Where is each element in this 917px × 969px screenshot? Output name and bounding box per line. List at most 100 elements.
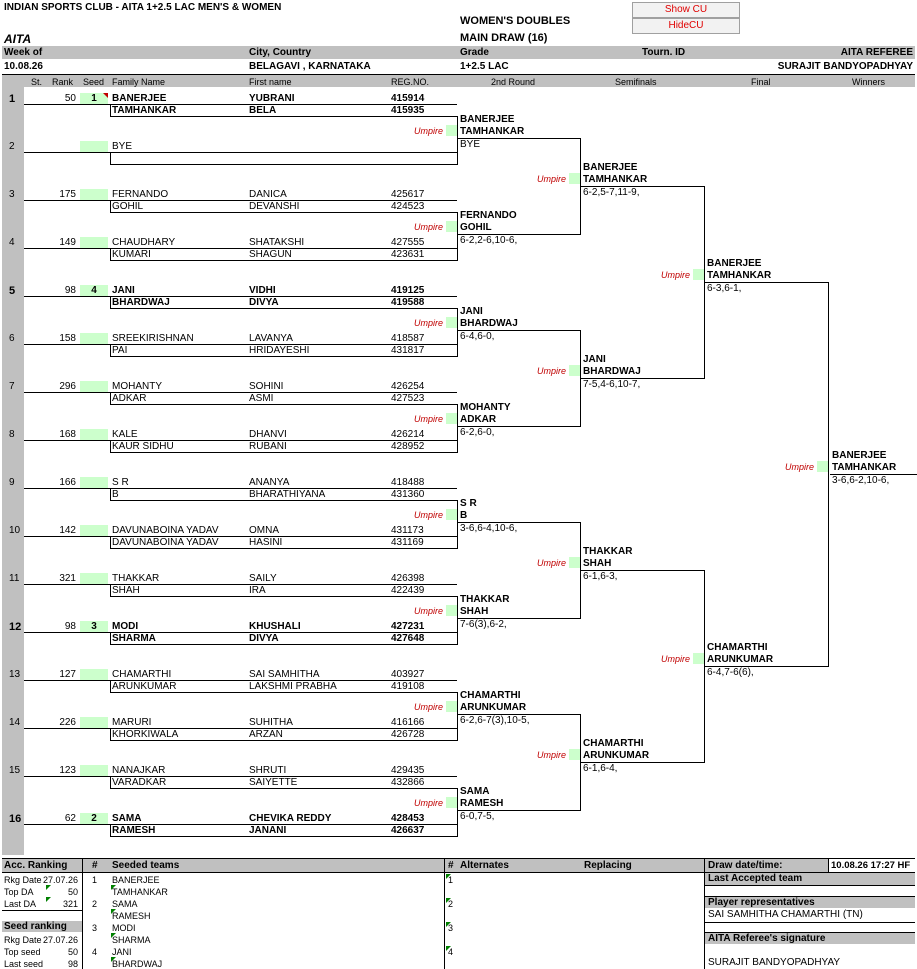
- winner-partner: ADKAR: [460, 414, 497, 425]
- umpire-box[interactable]: [446, 701, 457, 712]
- match-score[interactable]: 6-1,6-3,: [583, 571, 618, 582]
- player-reg-no: 416166: [391, 717, 425, 728]
- match-score[interactable]: 3-6,6-2,10-6,: [832, 475, 890, 486]
- match-score[interactable]: 6-2,6-0,: [460, 427, 495, 438]
- show-cu-button[interactable]: Show CU: [632, 2, 740, 18]
- umpire-box[interactable]: [569, 557, 580, 568]
- umpire-box[interactable]: [446, 221, 457, 232]
- partner-family-name: GOHIL: [112, 201, 144, 212]
- partner-family-name: RAMESH: [112, 825, 156, 836]
- umpire-box[interactable]: [446, 509, 457, 520]
- match-score[interactable]: 6-4,6-0,: [460, 331, 495, 342]
- match-score[interactable]: 6-2,6-7(3),10-5,: [460, 715, 530, 726]
- col-seed: Seed: [83, 77, 105, 87]
- partner-reg-no: 426728: [391, 729, 425, 740]
- divider: [2, 74, 915, 75]
- seed-cell: [80, 237, 108, 248]
- winner-partner: ARUNKUMAR: [460, 702, 527, 713]
- entry-divider: [110, 584, 111, 597]
- footer-top-line: [2, 858, 915, 859]
- entry-number: 11: [9, 573, 20, 584]
- entry-line: [110, 740, 457, 741]
- player-reg-no: 427555: [391, 237, 425, 248]
- entry-divider: [110, 536, 111, 549]
- comment-marker: [46, 885, 51, 890]
- org-name: AITA: [4, 32, 32, 46]
- umpire-label: Umpire: [413, 126, 443, 136]
- referee-value: SURAJIT BANDYOPADHYAY: [777, 61, 913, 72]
- hash-header: #: [92, 860, 98, 871]
- winner-player: THAKKAR: [583, 546, 633, 557]
- umpire-box[interactable]: [569, 749, 580, 760]
- match-score[interactable]: BYE: [460, 139, 481, 150]
- seeded-number: 3: [92, 923, 98, 933]
- match-score[interactable]: 6-1,6-4,: [583, 763, 618, 774]
- entry-number: 15: [9, 765, 21, 776]
- player-first-name: DHANVI: [249, 429, 287, 440]
- entry-number: 10: [9, 525, 21, 536]
- player-first-name: VIDHI: [249, 285, 276, 296]
- seeded-player: SAMA: [112, 899, 138, 909]
- bracket-connector: [457, 500, 458, 549]
- entry-divider: [110, 728, 111, 741]
- match-score[interactable]: 6-2,2-6,10-6,: [460, 235, 518, 246]
- comment-marker: [103, 93, 108, 98]
- entry-number: 2: [9, 141, 15, 152]
- divider: [705, 932, 915, 933]
- match-score[interactable]: 6-0,7-5,: [460, 811, 495, 822]
- match-score[interactable]: 7-5,4-6,10-7,: [583, 379, 641, 390]
- winner-player: JANI: [583, 354, 606, 365]
- grade-value: 1+2.5 LAC: [460, 61, 509, 72]
- match-score[interactable]: 7-6(3),6-2,: [460, 619, 507, 630]
- seeded-number: 1: [92, 875, 98, 885]
- partner-reg-no: 422439: [391, 585, 425, 596]
- match-score[interactable]: 6-2,5-7,11-9,: [583, 187, 640, 198]
- umpire-label: Umpire: [413, 414, 443, 424]
- bracket-line: [581, 186, 705, 187]
- umpire-box[interactable]: [446, 317, 457, 328]
- entry-divider: [24, 296, 457, 297]
- partner-reg-no: 432866: [391, 777, 425, 788]
- entry-divider: [110, 776, 111, 789]
- entry-divider: [24, 248, 457, 249]
- bracket-line: [458, 138, 581, 139]
- winner-partner: B: [460, 510, 468, 521]
- seed-cell: [80, 477, 108, 488]
- match-score[interactable]: 6-3,6-1,: [707, 283, 742, 294]
- draw-datetime-cell: [829, 859, 915, 872]
- umpire-box[interactable]: [569, 173, 580, 184]
- partner-first-name: JANANI: [249, 825, 287, 836]
- player-reg-no: 418587: [391, 333, 425, 344]
- ref-signature-value: SURAJIT BANDYOPADHYAY: [708, 957, 841, 968]
- partner-family-name: TAMHANKAR: [112, 105, 177, 116]
- player-reg-no: 425617: [391, 189, 425, 200]
- umpire-box[interactable]: [446, 605, 457, 616]
- hide-cu-button[interactable]: HideCU: [632, 18, 740, 34]
- match-score[interactable]: 3-6,6-4,10-6,: [460, 523, 518, 534]
- entry-rank: 142: [59, 525, 76, 536]
- player-reg-no: 419125: [391, 285, 425, 296]
- umpire-box[interactable]: [446, 125, 457, 136]
- match-score[interactable]: 6-4,7-6(6),: [707, 667, 754, 678]
- umpire-box[interactable]: [446, 413, 457, 424]
- umpire-box[interactable]: [569, 365, 580, 376]
- umpire-box[interactable]: [817, 461, 828, 472]
- top-da-label: Top DA: [4, 887, 34, 897]
- player-reg-no: 428453: [391, 813, 425, 824]
- draw-datetime-value: 10.08.26 17:27 HF: [831, 860, 911, 871]
- umpire-label: Umpire: [413, 798, 443, 808]
- partner-reg-no: 428952: [391, 441, 425, 452]
- player-reg-no: 429435: [391, 765, 425, 776]
- umpire-box[interactable]: [446, 797, 457, 808]
- player-family-name: MARURI: [112, 717, 152, 728]
- entry-seed: 2: [91, 813, 97, 824]
- umpire-box[interactable]: [693, 653, 704, 664]
- entry-number: 14: [9, 717, 21, 728]
- umpire-box[interactable]: [693, 269, 704, 280]
- bracket-connector: [580, 330, 581, 427]
- entry-rank: 321: [59, 573, 76, 584]
- alternate-number: 4: [448, 947, 454, 957]
- entry-number: 7: [9, 381, 15, 392]
- entry-line: [110, 116, 457, 117]
- seeded-partner: BHARDWAJ: [112, 959, 163, 969]
